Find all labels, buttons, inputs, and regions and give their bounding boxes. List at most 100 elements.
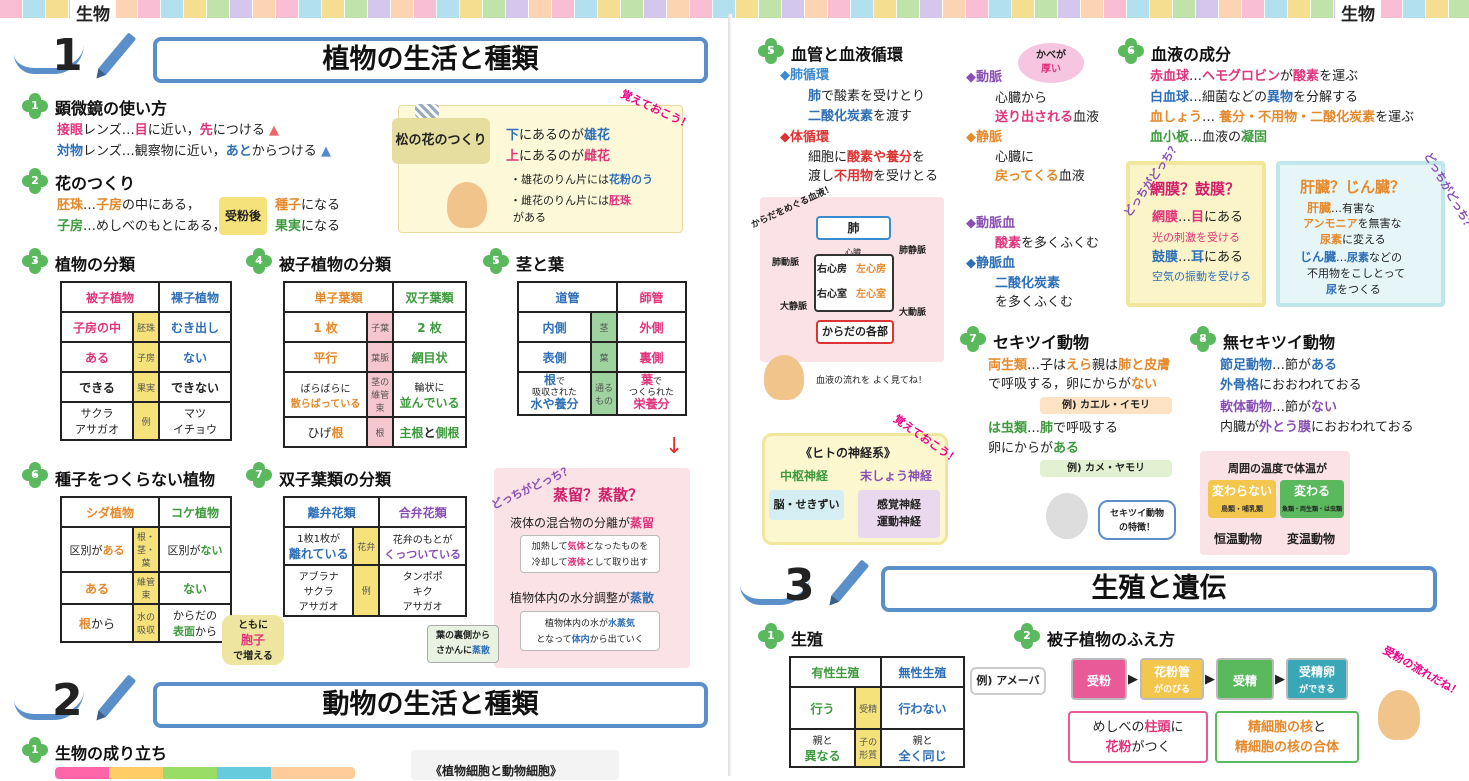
lung-box: 肺: [816, 216, 891, 240]
variable-box: 変わる魚類・両生類・は虫類: [1280, 480, 1344, 518]
cell-box: [411, 750, 619, 780]
pen-icon: [97, 32, 137, 76]
spore-note: ともに胞子で増える: [222, 615, 284, 665]
tape-strip: [943, 0, 965, 18]
section-title: 植物の生活と種類: [153, 37, 708, 83]
tape-strip: [460, 0, 482, 18]
shiba-dog-icon: [447, 182, 487, 228]
right-ventricle: 右心室: [817, 289, 847, 300]
vena-cava-label: 大静脈: [780, 302, 808, 312]
swoosh-icon: [14, 44, 84, 74]
tape-strip: [1081, 0, 1103, 18]
clover-icon: 6: [1118, 38, 1144, 64]
evap-box-2: 植物体内の水が水蒸気となって体内から出ていく: [520, 611, 660, 651]
text-line: アンモニアを無害な: [1303, 217, 1402, 230]
text-line: 送り出される血液: [995, 110, 1100, 125]
tape-strip: [253, 0, 275, 18]
temp-title: 周囲の温度で体温が: [1228, 462, 1327, 475]
tape-strip: [115, 0, 137, 18]
tape-strip: [368, 0, 390, 18]
tape-strip: [759, 0, 781, 18]
text-line: で呼吸する，卵にからがない: [988, 377, 1158, 392]
text-line: 渡し不用物を受けとる: [808, 169, 939, 184]
vein-label: ◆静脈: [966, 130, 1002, 145]
text-line: 種子になる: [275, 198, 341, 213]
text-line: ・雄花のりん片には花粉のう: [510, 173, 653, 186]
plant-class-table: 被子植物裸子植物 子房の中胚珠むき出し ある子房ない できる果実できない サクラ…: [60, 281, 232, 441]
diagram-note: 血液の流れを よく見てね！: [816, 376, 927, 386]
tape-strip: [322, 0, 344, 18]
section-number: 1: [52, 30, 83, 81]
tape-decoration: [415, 104, 439, 118]
clover-icon: 3: [22, 248, 48, 274]
nerve-title: 《ヒトの神経系》: [800, 446, 897, 460]
text-line: 内臓が外とう膜におおわれておる: [1220, 420, 1414, 435]
step-zygote: 受精卵ができる: [1286, 658, 1348, 700]
mouse-icon: [1046, 493, 1088, 539]
text-line: 二酸化炭素: [995, 276, 1061, 291]
text-line: 外骨格におおわれておる: [1220, 378, 1362, 393]
section-title: 生殖と遺伝: [881, 566, 1437, 612]
tape-strip: [506, 0, 528, 18]
seedless-table: シダ植物コケ植物 区別がある根・茎・葉区別がない ある維管束ない 根から水の吸収…: [60, 496, 232, 643]
poikilotherm: 変温動物: [1287, 532, 1336, 546]
text-line: 空気の振動を受ける: [1152, 270, 1251, 283]
tape-strip: [1173, 0, 1195, 18]
pulmonary-vein-label: 肺静脈: [899, 246, 927, 256]
swoosh-icon: [740, 575, 810, 605]
pen-icon: [97, 674, 137, 718]
heading-origin: 生物の成り立ち: [55, 744, 168, 763]
central-label: 中枢神経: [780, 469, 829, 483]
text-line: 網膜…目にある: [1152, 210, 1244, 225]
clover-icon: 5: [758, 38, 784, 64]
vert-bubble: セキツイ動物の特徴！: [1098, 500, 1176, 540]
text-line: 卵にからがある: [988, 441, 1080, 456]
clover-icon: 8: [1190, 326, 1216, 352]
heading-angio: 被子植物の分類: [279, 255, 392, 274]
heading-invert: 無セキツイ動物: [1223, 333, 1336, 352]
tape-strip: [529, 0, 551, 18]
clover-icon: 7: [246, 462, 272, 488]
heading-repro: 生殖: [791, 630, 824, 649]
text-line: 接眼レンズ…目に近い，先につける ▲: [57, 123, 279, 138]
membrane-box: [1126, 161, 1266, 307]
text-line: 子房…めしべのもとにある，: [57, 219, 226, 234]
tape-strip: [299, 0, 321, 18]
step-fertilization: 受精: [1216, 658, 1274, 700]
text-line: 上にあるのが雌花: [506, 149, 611, 164]
text-line: を多くふくむ: [995, 295, 1074, 310]
constant-box: 変わらない鳥類・哺乳類: [1208, 480, 1276, 518]
tape-strip: [207, 0, 229, 18]
tape-strip: [483, 0, 505, 18]
body-box: からだの各部: [816, 320, 894, 344]
text-line: 不用物をこしとって: [1307, 267, 1406, 280]
left-atrium: 左心房: [856, 264, 886, 275]
artery-label: ◆動脈: [966, 70, 1002, 85]
tape-strip: [161, 0, 183, 18]
peripheral-label: 末しょう神経: [860, 469, 933, 483]
heading-stem: 茎と葉: [516, 255, 565, 274]
heading-blood: 血管と血液循環: [791, 45, 904, 64]
evap-box-1: 加熱して気体となったものを冷却して液体として取り出す: [520, 535, 660, 573]
text-line: 節足動物…節がある: [1220, 358, 1338, 373]
text-line: 肝臓…有害な: [1307, 201, 1376, 215]
aorta-label: 大動脈: [899, 308, 927, 318]
tape-strip: [1265, 0, 1287, 18]
clover-icon: 4: [246, 248, 272, 274]
clover-icon: 1: [22, 737, 48, 763]
text-line: 植物体内の水分調整が蒸散: [510, 591, 655, 605]
tape-strip: [1242, 0, 1264, 18]
liver-title: 肝臓？じん臓？: [1300, 178, 1406, 196]
tape-strip: [713, 0, 735, 18]
heading-microscope: 顕微鏡の使い方: [55, 99, 168, 118]
systemic-label: ◆体循環: [780, 130, 829, 145]
tape-strip: [598, 0, 620, 18]
tape-strip: [736, 0, 758, 18]
heart-box: [814, 254, 894, 312]
repro-table: 有性生殖無性生殖 行う受精行わない 親と異なる子の形質親と全く同じ: [788, 656, 965, 768]
text-line: 胚珠…子房の中にある，: [57, 198, 201, 213]
arrow-icon: ▶: [1128, 672, 1138, 687]
heading-fert: 被子植物のふえ方: [1047, 630, 1176, 649]
section-number: 3: [784, 560, 815, 611]
text-line: 赤血球…ヘモグロビンが酸素を運ぶ: [1150, 69, 1359, 84]
